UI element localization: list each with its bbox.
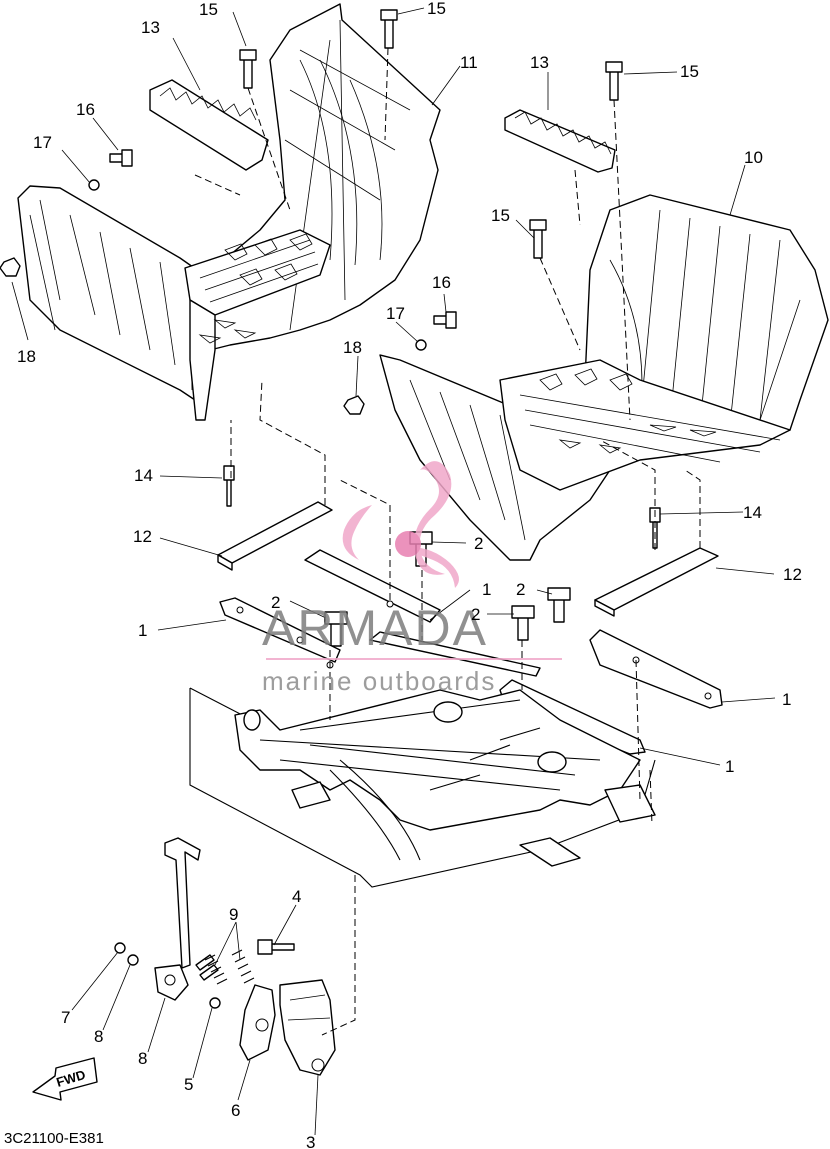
- callout-9: 9: [229, 905, 238, 924]
- footpeg-left: [149, 79, 269, 171]
- callout-5: 8: [138, 1049, 147, 1068]
- callout-13: 13: [141, 18, 160, 37]
- callout-1: 1: [725, 757, 734, 776]
- footrest-stays: [217, 501, 723, 755]
- reference-lines: [11, 7, 776, 1136]
- callout-1: 1: [782, 690, 791, 709]
- callout-14: 14: [134, 466, 153, 485]
- brake-pedal-assembly: [114, 837, 336, 1076]
- callout-labels: 15 15 15 15 13 13 11 10 16 16 17 17 18 1…: [17, 0, 802, 1149]
- callout-12: 12: [783, 565, 802, 584]
- fwd-arrow: FWD: [32, 1057, 98, 1101]
- callout-15: 15: [199, 0, 218, 19]
- callout-17: 17: [386, 304, 405, 323]
- watermark-brand: ARMADA: [262, 600, 488, 656]
- callout-16: 16: [76, 100, 95, 119]
- callout-1: 1: [482, 580, 491, 599]
- callout-8: 5: [184, 1075, 193, 1094]
- callout-3: 3: [306, 1133, 315, 1149]
- callout-15: 15: [680, 62, 699, 81]
- armada-watermark: ARMADA marine outboards: [262, 461, 562, 696]
- callout-10: 10: [744, 148, 763, 167]
- callout-13: 13: [530, 53, 549, 72]
- callout-4: 4: [292, 887, 301, 906]
- right-footrest-assembly: [379, 194, 829, 561]
- callout-12: 12: [133, 527, 152, 546]
- callout-2: 2: [471, 605, 480, 624]
- drawing-code: 3C21100-E381: [4, 1130, 104, 1147]
- callout-15: 15: [427, 0, 446, 18]
- callout-17: 17: [33, 133, 52, 152]
- bolts-and-rivets: [0, 9, 661, 647]
- callout-11: 11: [460, 53, 478, 72]
- callout-18: 18: [343, 338, 362, 357]
- callout-14: 14: [743, 503, 762, 522]
- callout-7: 7: [61, 1008, 70, 1027]
- footpeg-right: [504, 109, 616, 173]
- callout-16: 16: [432, 273, 451, 292]
- callout-2: 2: [474, 534, 483, 553]
- callout-18: 18: [17, 347, 36, 366]
- left-footrest-assembly: [17, 3, 441, 421]
- callout-2: 2: [516, 580, 525, 599]
- callout-2: 2: [271, 593, 280, 612]
- callout-8: 8: [94, 1027, 103, 1046]
- callout-6: 6: [231, 1101, 240, 1120]
- callout-15: 15: [491, 206, 510, 225]
- frame: [189, 687, 656, 888]
- watermark-tagline: marine outboards: [262, 666, 496, 696]
- callout-1: 1: [138, 621, 147, 640]
